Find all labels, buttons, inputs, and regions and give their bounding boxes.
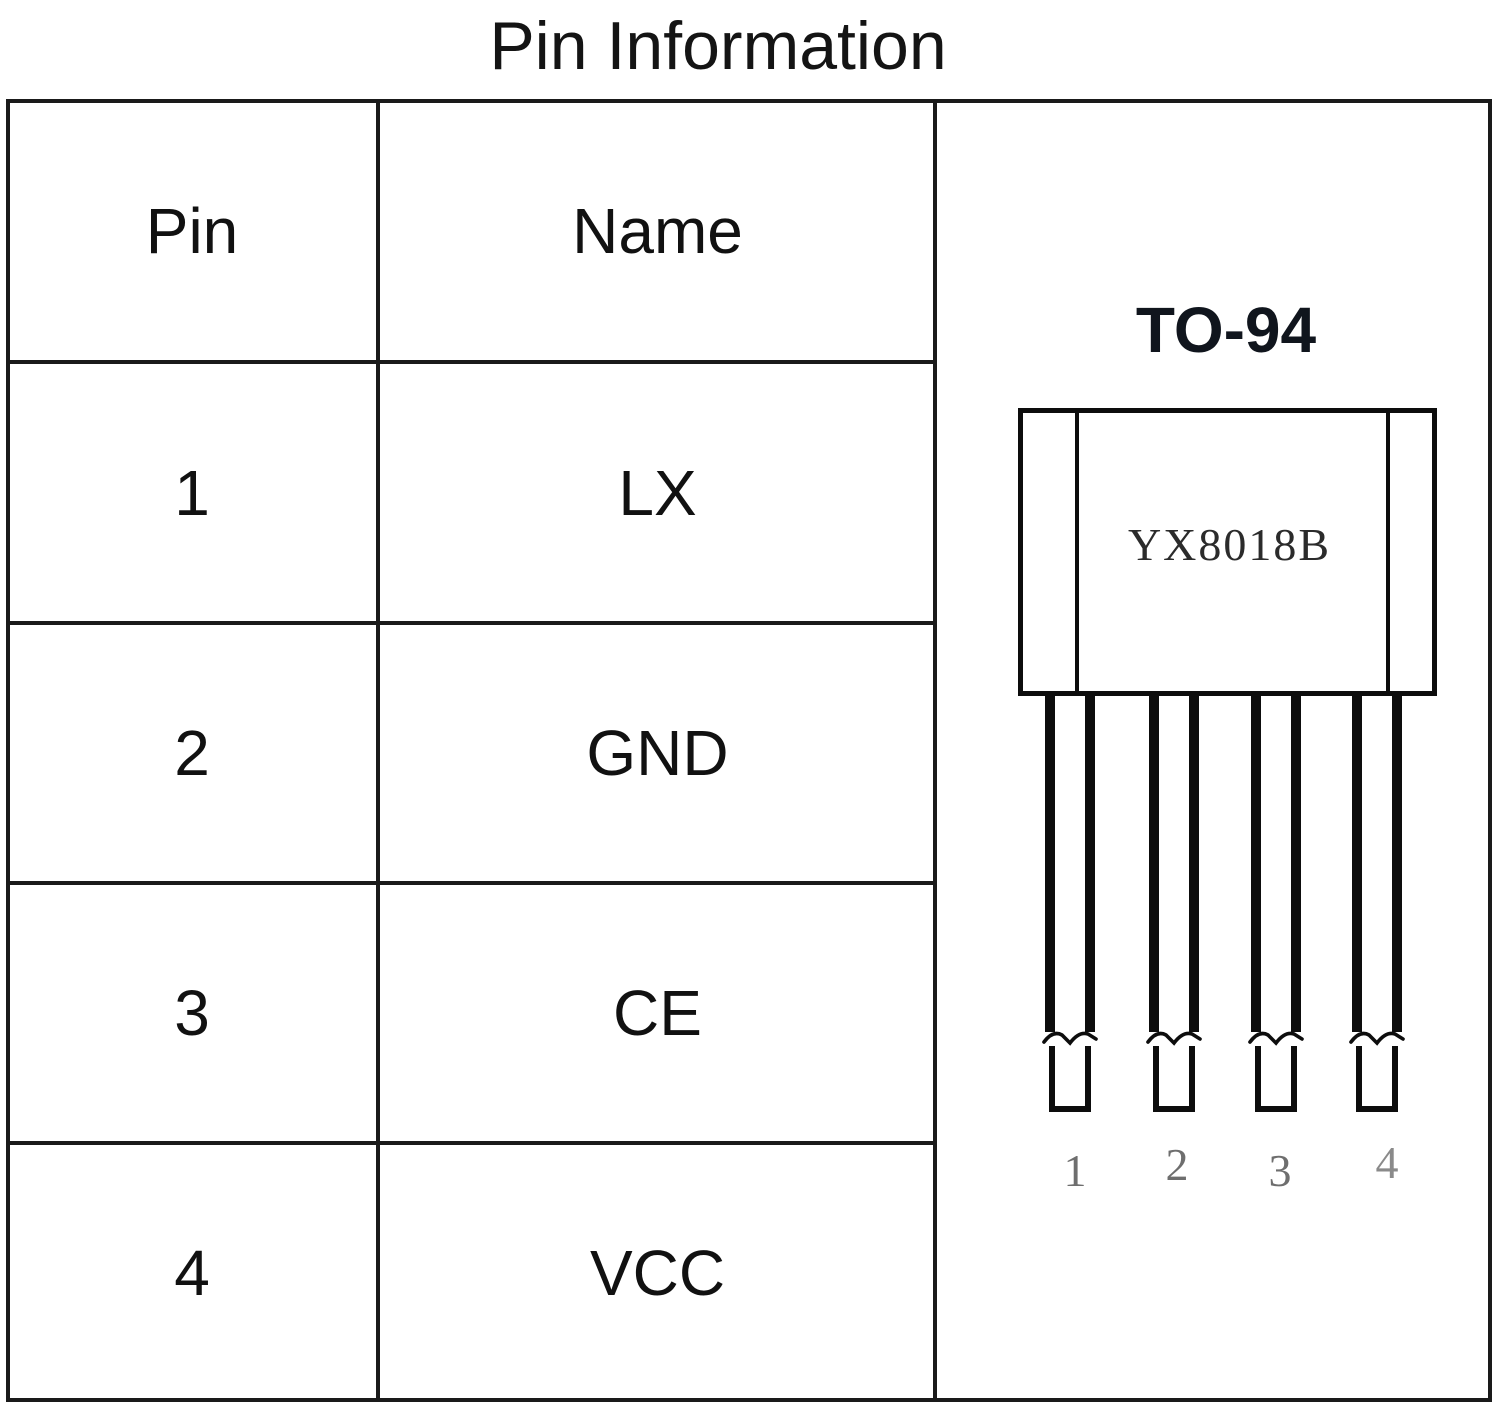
table-right-divider <box>933 99 937 1402</box>
lead-break-icon <box>1248 1031 1304 1046</box>
leg-upper-section <box>1149 694 1199 1032</box>
row-4-pin: 4 <box>174 1236 210 1309</box>
leg-tip-outline <box>1049 1046 1091 1112</box>
package-leg-1: 1 <box>1042 694 1098 1214</box>
row-2-pin: 2 <box>174 717 210 789</box>
table-row-line-4 <box>6 1141 937 1145</box>
row-3-pin: 3 <box>174 977 210 1049</box>
header-name: Name <box>572 194 743 267</box>
package-leg-2: 2 <box>1146 694 1202 1214</box>
lead-break-icon <box>1349 1031 1405 1046</box>
pin-number-label: 2 <box>1165 1139 1189 1190</box>
leg-tip-outline <box>1255 1046 1297 1112</box>
row-1-pin: 1 <box>174 456 210 529</box>
page-title: Pin Information <box>489 8 947 84</box>
package-type-label: TO-94 <box>1135 294 1317 366</box>
pin-number-label: 1 <box>1063 1145 1087 1196</box>
table-row-line-3 <box>6 881 937 885</box>
row-4-name: VCC <box>589 1236 726 1309</box>
row-2-name: GND <box>586 717 729 789</box>
table-row-line-1 <box>6 360 937 364</box>
header-pin: Pin <box>145 194 239 267</box>
chip-mold-line-left <box>1075 413 1079 691</box>
leg-tip-outline <box>1153 1046 1195 1112</box>
chip-mold-line-right <box>1386 413 1390 691</box>
diagram-frame <box>6 99 1492 1402</box>
leg-tip-outline <box>1356 1046 1398 1112</box>
chip-body-outline <box>1018 408 1437 696</box>
row-1-name: LX <box>618 456 697 529</box>
pin-number-label: 3 <box>1268 1145 1292 1196</box>
table-column-divider <box>376 99 380 1402</box>
table-row-line-2 <box>6 621 937 625</box>
chip-part-number: YX8018B <box>1127 518 1332 570</box>
lead-break-icon <box>1146 1031 1202 1046</box>
package-leg-3: 3 <box>1248 694 1304 1214</box>
row-3-name: CE <box>613 977 702 1049</box>
leg-upper-section <box>1352 694 1402 1032</box>
leg-upper-section <box>1045 694 1095 1032</box>
package-leg-4: 4 <box>1349 694 1405 1214</box>
lead-break-icon <box>1042 1031 1098 1046</box>
leg-upper-section <box>1251 694 1301 1032</box>
pin-number-label: 4 <box>1375 1137 1399 1188</box>
